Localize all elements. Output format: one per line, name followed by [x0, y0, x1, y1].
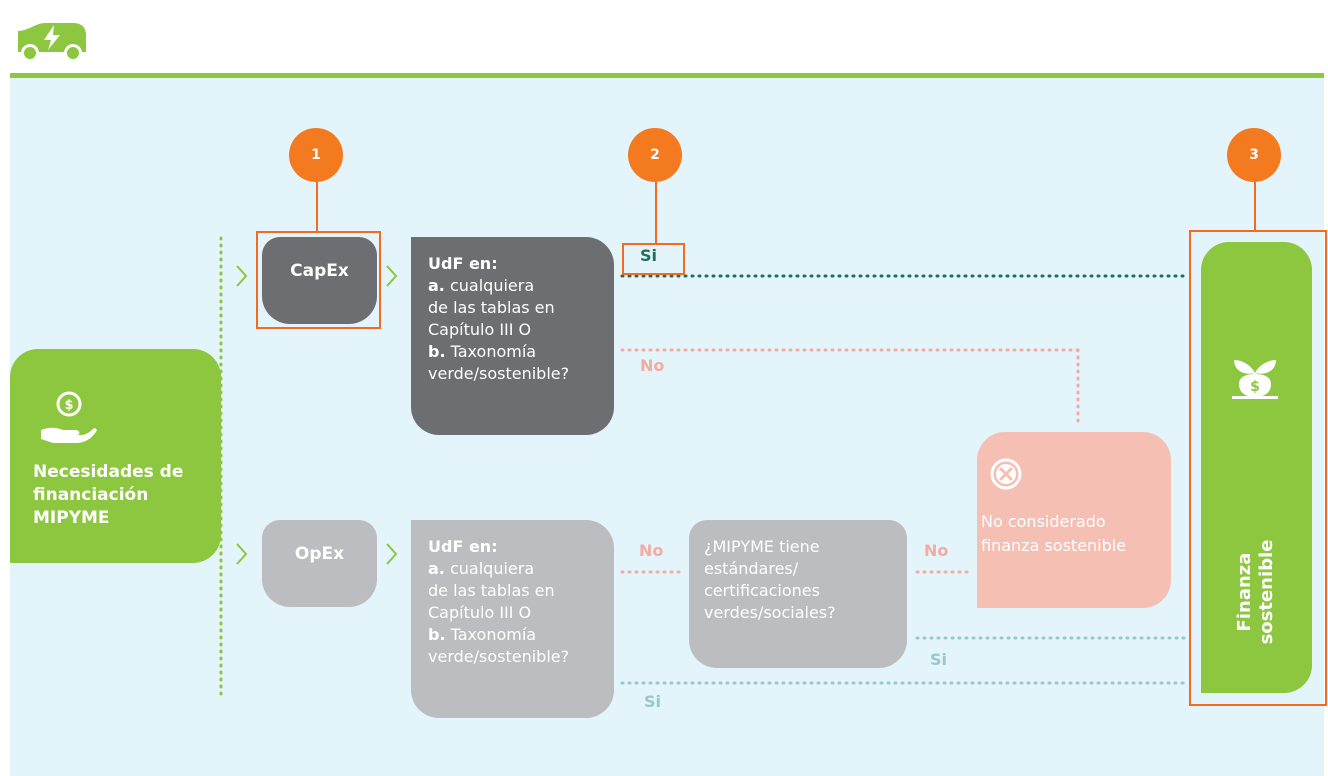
opex-question-line-5: verde/sostenible? — [428, 647, 570, 666]
svg-text:$: $ — [1250, 379, 1260, 395]
flow-label-yes-bottom: Si — [644, 692, 662, 711]
opex-question-b-text: Taxonomía — [450, 625, 537, 644]
certification-line-3: certificaciones — [704, 581, 820, 600]
step-connector-3 — [1254, 182, 1256, 230]
certification-line-2: estándares/ — [704, 559, 799, 578]
opex-question-line-3: Capítulo III O — [428, 603, 532, 622]
not-considered-label: No considerado finanza sostenible — [981, 512, 1127, 555]
capex-label: CapEx — [290, 261, 349, 281]
capex-question-line-3: Capítulo III O — [428, 320, 532, 339]
svg-text:$: $ — [64, 398, 73, 413]
step-badge-3: 3 — [1227, 128, 1281, 182]
capex-question-box: UdF en: a. cualquiera de las tablas en C… — [411, 237, 614, 435]
opex-question-line-b: b. Taxonomía — [428, 624, 614, 646]
opex-question-b-prefix: b. — [428, 625, 446, 644]
opex-option: OpEx — [262, 520, 377, 607]
opex-question-title: UdF en: — [428, 537, 498, 556]
chevron-right-icon — [236, 265, 248, 287]
certification-question-box: ¿MIPYME tiene estándares/ certificacione… — [689, 520, 907, 668]
flow-label-no-left: No — [639, 541, 664, 560]
capex-highlight — [256, 231, 381, 329]
yes-highlight — [622, 243, 685, 275]
not-considered-box: No considerado finanza sostenible — [977, 432, 1171, 608]
flow-label-no-top: No — [640, 356, 665, 375]
flow-label-no-right: No — [924, 541, 949, 560]
hand-coin-icon: $ — [37, 387, 99, 449]
capex-question-line-5: verde/sostenible? — [428, 364, 570, 383]
certification-line-1: ¿MIPYME tiene — [704, 537, 820, 556]
capex-question-line-2: de las tablas en — [428, 298, 555, 317]
header-divider — [10, 73, 1324, 78]
capex-question-b-prefix: b. — [428, 342, 446, 361]
capex-question-b-text: Taxonomía — [450, 342, 537, 361]
cross-circle-icon — [989, 457, 1023, 491]
step-badge-1: 1 — [289, 128, 343, 182]
capex-question-line-b: b. Taxonomía — [428, 341, 614, 363]
step-connector-2 — [655, 182, 657, 243]
capex-question-title: UdF en: — [428, 254, 498, 273]
diagram-panel — [10, 78, 1324, 776]
opex-question-line-2: de las tablas en — [428, 581, 555, 600]
flow-label-yes-top: Si — [640, 246, 658, 265]
capex-question-line-a: a. cualquiera — [428, 275, 614, 297]
sustainable-finance-box: $ Finanza sostenible — [1201, 242, 1312, 693]
opex-question-line-a: a. cualquiera — [428, 558, 614, 580]
electric-van-icon — [10, 15, 94, 63]
certification-line-4: verdes/sociales? — [704, 603, 836, 622]
opex-question-box: UdF en: a. cualquiera de las tablas en C… — [411, 520, 614, 718]
source-label: Necesidades de financiación MIPYME — [33, 462, 184, 528]
source-box: $ Necesidades de financiación MIPYME — [10, 349, 221, 563]
chevron-right-icon — [386, 265, 398, 287]
flow-label-yes-right: Si — [930, 650, 948, 669]
chevron-right-icon — [236, 543, 248, 565]
sustainable-finance-highlight — [1189, 230, 1327, 706]
step-connector-1 — [316, 182, 318, 231]
step-badge-2: 2 — [628, 128, 682, 182]
capex-option: CapEx — [262, 237, 377, 324]
opex-question-a-text: cualquiera — [449, 559, 535, 578]
capex-question-a-text: cualquiera — [449, 276, 535, 295]
opex-label: OpEx — [294, 544, 345, 564]
opex-question-a-prefix: a. — [428, 559, 445, 578]
capex-question-a-prefix: a. — [428, 276, 445, 295]
plant-money-icon: $ — [1227, 349, 1283, 401]
chevron-right-icon — [386, 543, 398, 565]
